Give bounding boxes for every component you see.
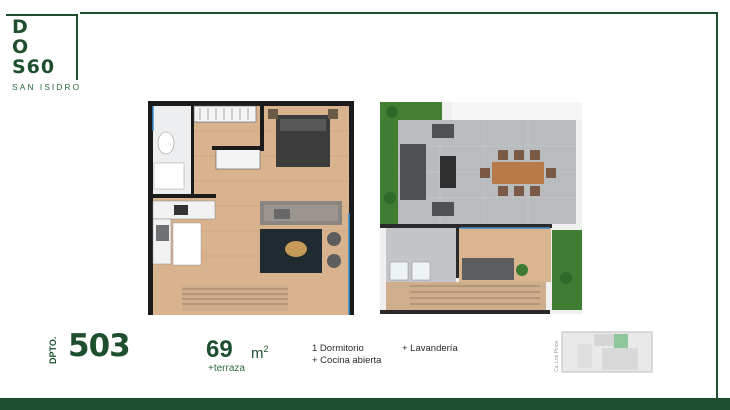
feature-bedroom: 1 Dormitorio: [312, 343, 364, 354]
feature-laundry: + Lavandería: [402, 343, 458, 354]
logo-frame: [6, 14, 78, 80]
bottom-band: [0, 398, 730, 410]
area-unit-exp: 2: [263, 344, 269, 354]
frame-right-line: [716, 12, 718, 400]
key-plan: Ca. Los Pinos: [548, 330, 656, 374]
apartment-label: DPTO.: [48, 336, 58, 364]
area-terrace: +terraza: [208, 363, 245, 374]
floor-plan-terrace: [380, 102, 582, 314]
key-plan-street: Ca. Los Pinos: [554, 340, 560, 372]
logo-letter-o: O: [12, 36, 30, 58]
brand-logo: D O S60 SAN ISIDRO: [6, 14, 84, 94]
feature-kitchen: + Cocina abierta: [312, 355, 382, 366]
logo-subtitle: SAN ISIDRO: [12, 82, 82, 92]
area-unit: m2: [251, 344, 269, 362]
area-value: 69: [206, 336, 233, 363]
frame-top-line: [80, 12, 718, 14]
floor-plan-lower: [148, 101, 354, 315]
logo-letter-d: D: [12, 16, 29, 38]
logo-letters-s60: S60: [12, 56, 56, 78]
area-unit-base: m: [251, 345, 264, 362]
apartment-number: 503: [68, 328, 131, 364]
